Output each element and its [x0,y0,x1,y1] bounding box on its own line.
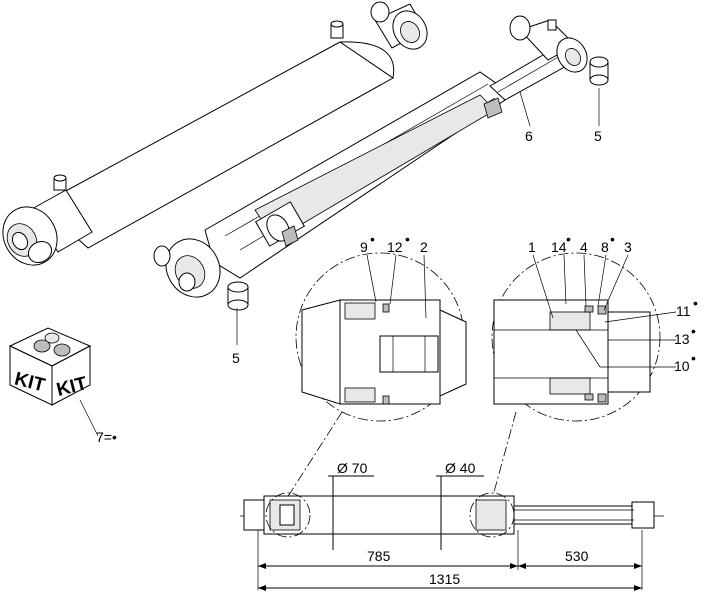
callout-5-top: 5 [594,128,602,144]
callout-10-kit-dot: • [691,350,696,366]
side-view-cylinder [240,475,664,550]
callout-6: 6 [525,128,533,144]
callout-11: 11 [676,303,691,319]
bushing-right [589,56,609,86]
callout-13: 13 [674,331,690,347]
detail-gland-circle [491,252,661,422]
callout-12-kit-dot: • [405,231,410,247]
dim-rod-diameter: Ø 40 [445,460,476,476]
callout-9: 9 [360,239,368,255]
callout-8-kit-dot: • [610,231,615,247]
callout-13-kit-dot: • [691,323,696,339]
callout-4: 4 [580,239,588,255]
callout-10: 10 [674,358,690,374]
dimension-lines [257,530,643,591]
assembled-cylinder [2,1,428,266]
callout-1: 1 [528,239,536,255]
dim-1315: 1315 [429,571,460,587]
dim-785: 785 [367,548,391,564]
callout-12: 12 [387,239,403,255]
dim-bore-diameter: Ø 70 [337,460,368,476]
bushing-bottom [227,281,249,311]
callout-14-kit-dot: • [566,231,571,247]
kit-box-icon: KIT KIT [8,327,92,406]
detail-piston-circle [295,252,467,422]
dim-530: 530 [565,548,589,564]
callout-8: 8 [601,239,609,255]
callout-14: 14 [551,239,567,255]
sectioned-cylinder [153,15,588,298]
callout-11-kit-dot: • [693,295,698,311]
callout-2: 2 [420,239,428,255]
callout-3: 3 [624,239,632,255]
kit-legend: 7=• [96,429,117,445]
callout-9-kit-dot: • [370,231,375,247]
callout-5-bottom: 5 [232,350,240,366]
